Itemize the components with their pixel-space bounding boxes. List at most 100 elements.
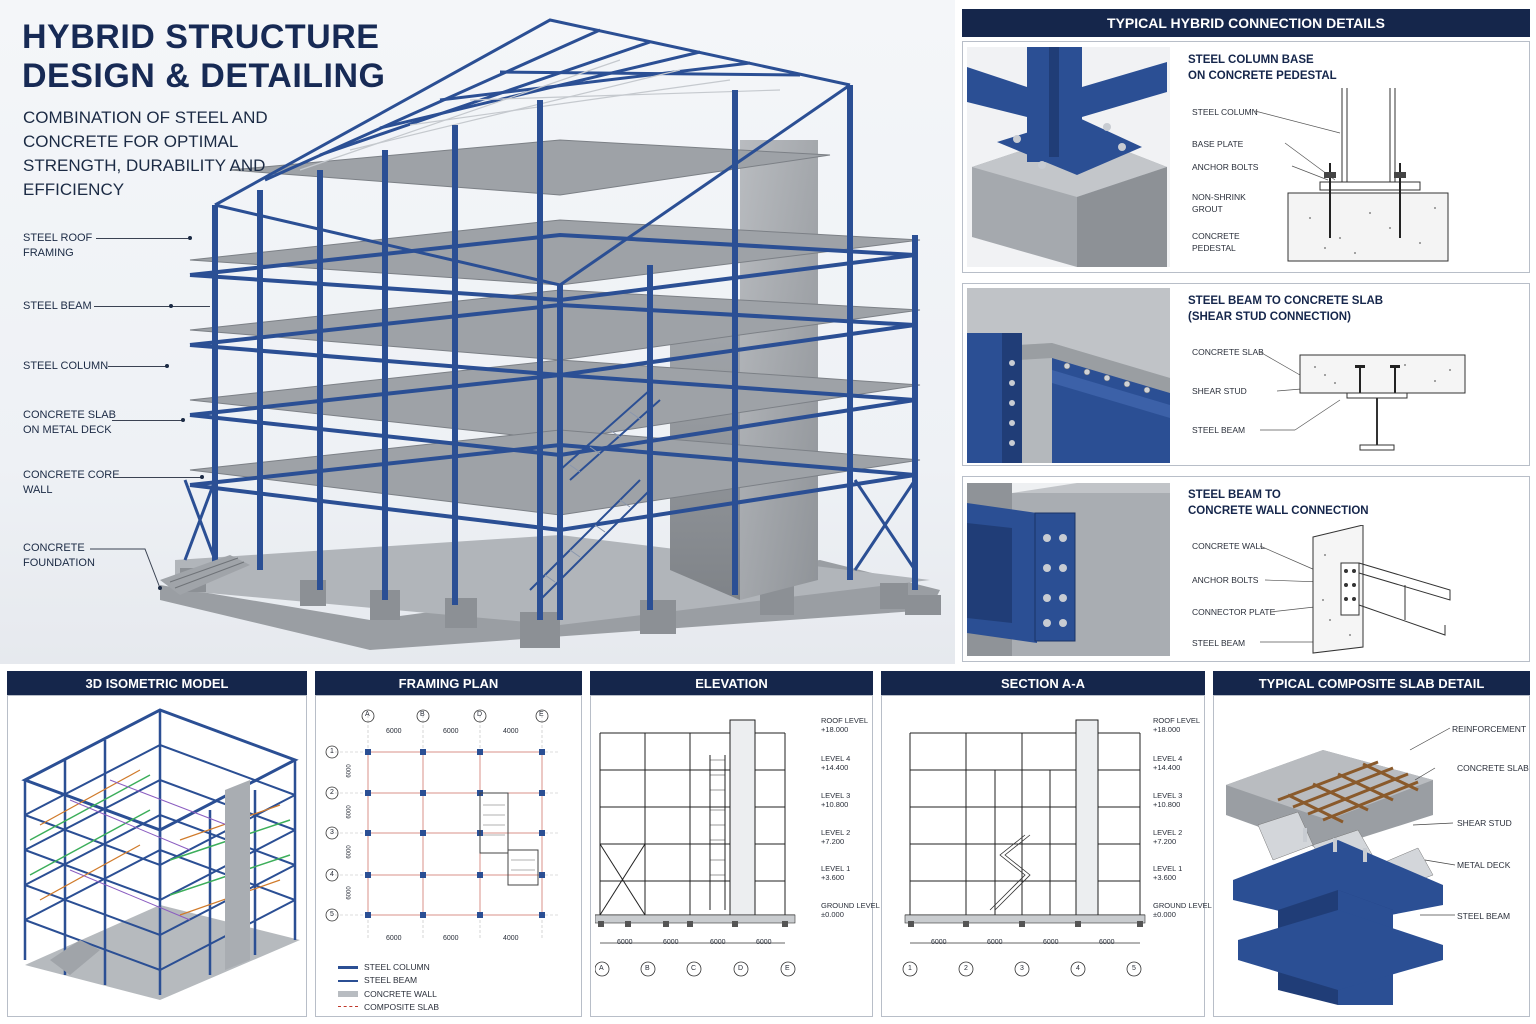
dim-label: 6000 [443,935,459,942]
callout-steel-roof: STEEL ROOF FRAMING [23,231,92,261]
detail-title: STEEL BEAM TO CONCRETE SLAB (SHEAR STUD … [1188,293,1383,325]
legend-label: CONCRETE WALL [364,989,437,999]
callout-label: CONCRETE SLAB [23,409,116,421]
legend-label: STEEL BEAM [364,975,418,985]
label-connector-plate: CONNECTOR PLATE [1192,607,1276,617]
detail-title-line: STEEL BEAM TO CONCRETE SLAB [1188,295,1384,307]
dim-label: 6000 [386,935,402,942]
dim-label: 6000 [756,939,772,946]
elevation-header: ELEVATION [590,671,873,695]
callout-dot [169,304,173,308]
level-name: LEVEL 2 [821,828,851,837]
dim-label: 6000 [1043,939,1059,946]
level-marker: GROUND LEVEL±0.000 [1153,901,1212,919]
level-value: +3.600 [1153,873,1177,882]
callout-dot [200,475,204,479]
grid-label: B [420,711,425,718]
label-non-shrink: NON-SHRINK [1192,192,1246,202]
dim-label: 4000 [503,728,519,735]
column-base-render [967,47,1170,267]
label-steel-beam: STEEL BEAM [1192,638,1246,648]
grid-label: 2 [330,789,334,796]
callout-label: CONCRETE [23,542,85,554]
level-marker: LEVEL 4+14.400 [821,754,850,772]
dim-label: 6000 [1099,939,1115,946]
callout-label: STEEL BEAM [23,300,92,312]
callout-label: ON METAL DECK [23,424,112,436]
level-value: +14.400 [1153,763,1181,772]
callout-leader [112,420,182,421]
label-reinforcement: REINFORCEMENT [1452,724,1527,734]
grid-label: 4 [330,871,334,878]
level-value: +18.000 [1153,725,1181,734]
dim-label: 4000 [503,935,519,942]
level-name: LEVEL 4 [1153,754,1183,763]
grid-label: 5 [330,911,334,918]
level-marker: LEVEL 3+10.800 [821,791,850,809]
elevation-drawing [595,719,796,977]
label-base-plate: BASE PLATE [1192,139,1244,149]
dim-label: 6000 [346,764,353,778]
level-value: +14.400 [821,763,849,772]
beam-slab-drawing [1259,351,1466,451]
legend-swatch-wall [338,991,358,997]
legend-label: COMPOSITE SLAB [364,1002,440,1012]
iso-header: 3D ISOMETRIC MODEL [7,671,307,695]
level-value: +7.200 [821,837,845,846]
label-shear-stud: SHEAR STUD [1457,818,1512,828]
grid-label: 1 [330,748,334,755]
beam-slab-render [967,288,1170,463]
callout-label: STEEL ROOF [23,232,93,244]
legend-label: STEEL COLUMN [364,962,430,972]
level-value: +18.000 [821,725,849,734]
level-value: +7.200 [1153,837,1177,846]
dim-label: 6000 [987,939,1003,946]
title-line-1: HYBRID STRUCTURE [22,18,380,56]
beam-wall-render [967,483,1170,656]
label-shear-stud: SHEAR STUD [1192,386,1247,396]
label-anchor-bolts: ANCHOR BOLTS [1192,575,1259,585]
dim-label: 6000 [663,939,679,946]
section-header: SECTION A-A [881,671,1205,695]
detail-title: STEEL COLUMN BASE ON CONCRETE PEDESTAL [1188,52,1337,84]
label-steel-beam: STEEL BEAM [1457,911,1511,921]
level-name: LEVEL 1 [821,864,851,873]
connections-header: TYPICAL HYBRID CONNECTION DETAILS [962,9,1530,37]
legend-swatch-slab [338,1006,358,1007]
grid-label: B [645,965,650,972]
callout-dot [165,364,169,368]
dim-label: 6000 [443,728,459,735]
dim-label: 6000 [346,886,353,900]
grid-label: D [477,711,483,718]
legend-swatch-column [338,966,358,969]
label-steel-column: STEEL COLUMN [1192,107,1258,117]
detail-title-line: CONCRETE WALL CONNECTION [1188,505,1369,517]
section-panel [881,695,1205,1017]
level-name: LEVEL 4 [821,754,851,763]
slab-leaders [1409,727,1456,916]
title-line-2: DESIGN & DETAILING [22,57,386,95]
detail-title-line: (SHEAR STUD CONNECTION) [1188,311,1351,323]
dim-label: 6000 [710,939,726,946]
label-grout: GROUT [1192,204,1223,214]
level-marker: ROOF LEVEL+18.000 [1153,716,1200,734]
level-name: GROUND LEVEL [1153,901,1212,910]
dim-label: 6000 [346,805,353,819]
label-concrete-wall: CONCRETE WALL [1192,541,1265,551]
callout-concrete-slab: CONCRETE SLAB ON METAL DECK [23,408,116,438]
level-name: LEVEL 3 [1153,791,1183,800]
callout-leader [113,477,201,478]
callout-steel-beam: STEEL BEAM [23,299,92,314]
level-name: LEVEL 3 [821,791,851,800]
grid-label: A [365,711,370,718]
grid-label: 3 [1020,965,1024,972]
level-value: +10.800 [821,800,849,809]
level-marker: LEVEL 1+3.600 [821,864,850,882]
grid-label: 2 [964,965,968,972]
slab-header: TYPICAL COMPOSITE SLAB DETAIL [1213,671,1530,695]
level-marker: ROOF LEVEL+18.000 [821,716,868,734]
beam-wall-drawing [1259,525,1451,654]
level-marker: LEVEL 2+7.200 [1153,828,1182,846]
section-drawing [902,719,1146,977]
callout-label: CONCRETE CORE [23,469,120,481]
